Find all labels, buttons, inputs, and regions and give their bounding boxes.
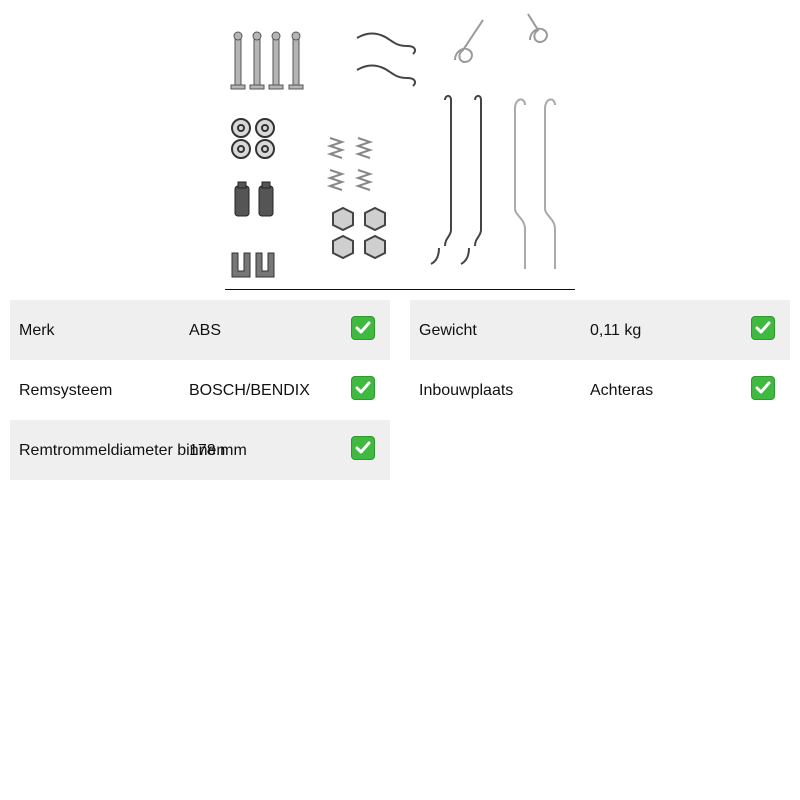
spec-value: ABS: [189, 322, 222, 339]
spec-value: 0,11 kg: [590, 322, 642, 339]
torsion-spring-group: [454, 13, 548, 64]
check-mark-icon: [751, 316, 775, 340]
retainer-washer-group: [231, 118, 275, 159]
check-mark-icon: [351, 436, 375, 460]
long-return-spring-dark-group: [430, 94, 482, 265]
spec-row-gewicht: Gewicht 0,11 kg: [410, 300, 790, 360]
brake-shoe-accessory-kit-image: [230, 13, 556, 278]
spec-table-left: Merk ABS Remsysteem BOSCH/BENDIX Remtrom…: [10, 300, 390, 480]
product-image: [225, 10, 575, 290]
clip-group: [231, 252, 275, 278]
spec-label: Gewicht: [419, 322, 477, 339]
return-spring-group-top: [356, 32, 416, 87]
spec-value: 178 mm: [189, 442, 247, 459]
sleeve-group: [234, 181, 274, 217]
spec-label: Remtrommeldiameter binnen: [19, 442, 226, 459]
check-mark-icon: [351, 316, 375, 340]
long-return-spring-light-group: [514, 98, 556, 269]
spec-label: Inbouwplaats: [419, 382, 514, 399]
check-mark-icon: [351, 376, 375, 400]
spec-row-remsysteem: Remsysteem BOSCH/BENDIX: [10, 360, 390, 420]
hold-down-pin-group: [230, 31, 304, 90]
spec-row-remtrommeldiameter: Remtrommeldiameter binnen 178 mm: [10, 420, 390, 480]
spec-row-merk: Merk ABS: [10, 300, 390, 360]
small-spring-group: [326, 137, 374, 191]
check-mark-icon: [751, 376, 775, 400]
spec-table-right: Gewicht 0,11 kg Inbouwplaats Achteras: [410, 300, 790, 420]
spec-label: Merk: [19, 322, 55, 339]
spec-row-inbouwplaats: Inbouwplaats Achteras: [410, 360, 790, 420]
spring-cap-group: [332, 206, 386, 260]
image-divider: [225, 289, 575, 290]
spec-label: Remsysteem: [19, 382, 113, 399]
spec-value: Achteras: [590, 382, 654, 399]
spec-value: BOSCH/BENDIX: [189, 382, 310, 399]
